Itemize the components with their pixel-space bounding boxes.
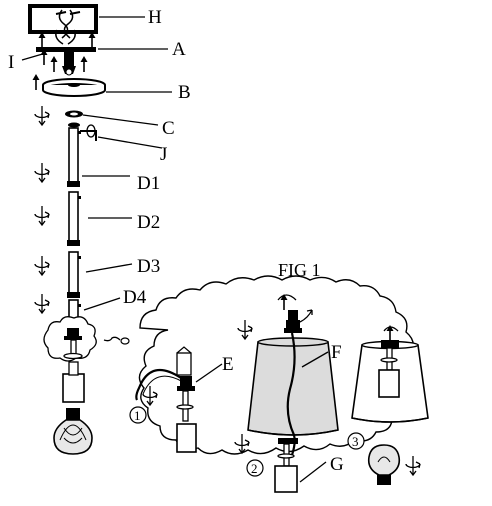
rotate-arrow-icon xyxy=(405,455,421,476)
step2-cable-rod xyxy=(274,310,302,493)
leader-line xyxy=(195,363,223,383)
ring-nut xyxy=(65,110,83,128)
up-arrow-icon xyxy=(31,73,41,91)
cloud-bubble xyxy=(120,337,130,345)
leader-line xyxy=(97,136,163,149)
label-D1: D1 xyxy=(137,173,160,194)
label-B: B xyxy=(178,82,191,103)
label-D3: D3 xyxy=(137,256,160,277)
up-arrow-icon xyxy=(87,31,97,49)
light-bulb-icon xyxy=(53,408,93,455)
step-badge xyxy=(347,432,365,450)
cloud-tail xyxy=(103,336,121,342)
label-H: H xyxy=(148,7,162,28)
rotate-arrow-icon xyxy=(34,205,50,226)
rod-D1 xyxy=(67,127,81,187)
rotate-arrow-icon xyxy=(34,293,50,314)
step-3-number: 3 xyxy=(352,434,359,449)
label-G: G xyxy=(330,454,344,475)
label-C: C xyxy=(162,118,175,139)
ceiling-junction-box xyxy=(28,4,98,39)
rotate-arrow-icon xyxy=(277,294,297,301)
leader-line xyxy=(299,461,327,483)
socket-assembly xyxy=(62,328,85,403)
label-D4: D4 xyxy=(123,287,147,308)
hook-tool xyxy=(80,124,97,141)
up-arrow-icon xyxy=(49,55,59,73)
label-D2: D2 xyxy=(137,212,160,233)
label-J: J xyxy=(160,144,167,165)
leader-line xyxy=(82,114,159,126)
leader-line xyxy=(85,263,133,273)
step1-socket xyxy=(135,346,197,453)
up-arrow-icon xyxy=(79,55,89,73)
leader-line xyxy=(83,297,121,311)
step-badge xyxy=(246,459,264,477)
rotate-arrow-icon xyxy=(34,105,50,126)
label-I: I xyxy=(8,52,14,73)
step-1-number: 1 xyxy=(134,408,141,423)
leader-line xyxy=(301,351,329,368)
tilt-arrowhead xyxy=(306,309,313,315)
tilt-arrow-icon xyxy=(299,309,313,323)
step-2-number: 2 xyxy=(251,461,258,476)
label-A: A xyxy=(172,39,186,60)
rod-D2 xyxy=(67,191,81,246)
light-bulb-icon xyxy=(367,444,401,485)
step3-shade xyxy=(351,340,429,423)
step-badge xyxy=(129,406,147,424)
label-E: E xyxy=(222,354,234,375)
rotate-arrow-icon xyxy=(34,162,50,183)
label-F: F xyxy=(331,342,342,363)
up-arrow-icon xyxy=(37,31,47,49)
lamp-shade-icon xyxy=(247,337,339,436)
rotate-arrow-icon xyxy=(383,326,399,332)
fig-title: FIG 1 xyxy=(278,260,321,280)
leader-line xyxy=(21,52,47,61)
rotate-arrow-icon xyxy=(34,255,50,276)
mounting-bracket xyxy=(36,29,96,76)
rod-D3 xyxy=(67,251,81,298)
canopy xyxy=(42,78,106,97)
